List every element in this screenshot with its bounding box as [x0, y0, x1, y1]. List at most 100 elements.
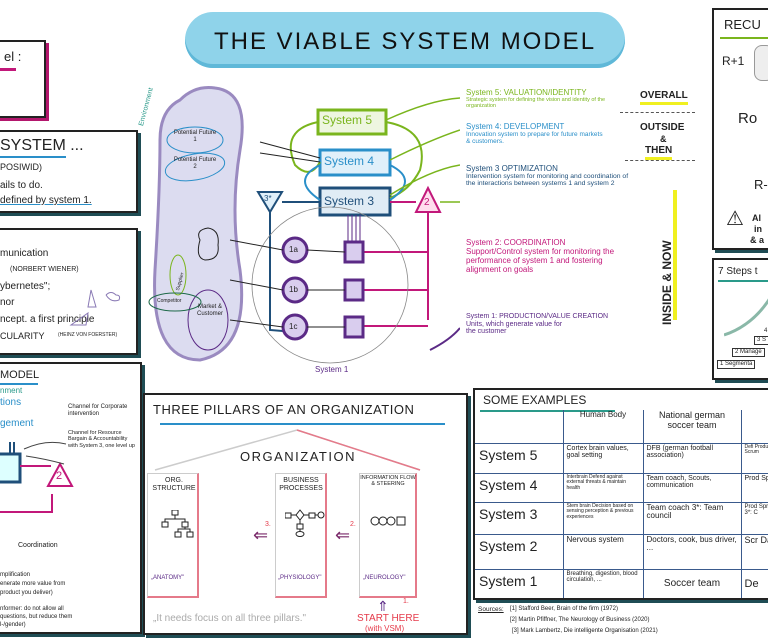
desc-text: Intervention system for monitoring and c…	[466, 173, 629, 188]
panel-cybernetics: munication (NORBERT WIENER) ybernetes"; …	[0, 228, 138, 355]
text-line: nor	[0, 297, 15, 308]
vsm-diagram	[148, 86, 460, 364]
step-3: 3 S	[754, 336, 768, 345]
channel-resource-label: Channel for Resource Bargain & Accountab…	[68, 430, 135, 449]
underline	[718, 280, 768, 282]
row-header: System 1	[475, 568, 564, 598]
competitor-oval	[148, 292, 202, 312]
row-header: System 4	[475, 472, 564, 503]
arrow-number: 3.	[265, 521, 271, 528]
panel-examples: SOME EXAMPLES Human Body National german…	[473, 388, 768, 600]
note-line: product you deliver)	[0, 590, 53, 596]
table-row: System 4 Interbrain Defend against exter…	[475, 472, 768, 503]
environment-cloud	[197, 227, 219, 261]
note-line: questions, but reduce them	[0, 614, 73, 620]
system5-label: System 5	[322, 113, 373, 127]
coordination-label: Coordination	[18, 542, 58, 549]
amp-label: &	[660, 134, 667, 144]
step-4: 4	[764, 328, 768, 334]
model-mini-diagram	[0, 441, 74, 513]
pillar-tag: „PHYSIOLOGY"	[278, 575, 322, 581]
desc-title: System 5: VALUATION/IDENTITY	[466, 88, 587, 97]
level-r-minus: R-	[754, 177, 768, 192]
note-line: mplification	[0, 572, 31, 578]
pillar-business-processes	[275, 473, 327, 598]
underline	[160, 423, 445, 425]
inside-now-label: INSIDE & NOW	[660, 240, 674, 325]
system1-label: System 1	[315, 365, 349, 374]
desc-title: System 1: PRODUCTION/VALUE CREATION	[466, 313, 609, 320]
desc-text: Units, which generate value for the cust…	[466, 321, 563, 336]
arrow-left-2: ⇐	[335, 525, 351, 545]
panel-heading: 7 Steps t	[718, 266, 758, 277]
text-line: CULARITY	[0, 331, 45, 341]
panel-heading: RECU	[724, 17, 761, 32]
table-row: System 5 Cortex brain values, goal setti…	[475, 442, 768, 474]
title-cloud	[185, 12, 625, 68]
warning-icon: ⚠	[726, 208, 744, 230]
table-cell: Breathing, digestion, blood circulation,…	[562, 568, 644, 598]
table-cell: Scr Dai	[740, 533, 768, 570]
system2-label: 2	[424, 197, 430, 208]
system3-box	[318, 186, 392, 217]
table-cell: Interbrain Defend against external threa…	[562, 472, 644, 503]
warning-text: in	[754, 224, 762, 234]
table-cell: DFB (german football association)	[642, 442, 742, 474]
column-header	[740, 410, 768, 444]
arrow-number: 1.	[403, 598, 409, 605]
table-cell: De	[740, 568, 768, 598]
desc-system4: System 4: DEVELOPMENT Innovation system …	[466, 122, 606, 145]
mini-vsm-icon	[754, 45, 768, 81]
desc-text: Innovation system to prepare for future …	[466, 131, 603, 146]
information-flow-icon	[370, 516, 406, 526]
row-header: System 2	[475, 533, 564, 570]
pink-underline	[0, 68, 16, 71]
panel-model: MODEL nment tions gement 2 Channel for C…	[0, 362, 142, 634]
pillar-title: BUSINESS PROCESSES	[279, 477, 323, 493]
level-r0: Ro	[738, 110, 758, 127]
market-customer-label: Market & Customer	[196, 304, 223, 317]
row-header: System 5	[475, 442, 564, 474]
system3star-triangle	[256, 191, 284, 214]
triangle-label: 2	[56, 470, 63, 482]
table-header-row: Human Body National german soccer team	[475, 410, 768, 444]
note-line: enerate more value from	[0, 581, 66, 587]
text-line: ncept. a first principle	[0, 314, 95, 325]
arrow-up-1: ⇑	[377, 598, 389, 614]
table-cell: Defi Produ Scrum	[740, 442, 768, 474]
table-cell: Team coach, Scouts, communication	[642, 472, 742, 503]
desc-system5: System 5: VALUATION/IDENTITY Strategic s…	[466, 88, 606, 109]
text-line: ails to do.	[0, 180, 43, 191]
dashed-divider	[620, 112, 695, 113]
table-cell: Team coach 3*: Team council	[642, 501, 742, 535]
panel-heading: THREE PILLARS OF AN ORGANIZATION	[153, 402, 415, 417]
pillar-tag: „NEUROLOGY"	[363, 575, 406, 581]
start-here-sub: (with VSM)	[365, 624, 405, 633]
unit-1a-label: 1a	[289, 245, 298, 254]
credit: (HEINZ VON FOERSTER)	[58, 332, 118, 338]
overall-label: OVERALL	[640, 90, 688, 105]
examples-table: Human Body National german soccer team S…	[475, 410, 768, 598]
org-chart-icon	[161, 510, 194, 538]
table-cell: Soccer team	[642, 568, 742, 598]
potential-future-1-oval	[166, 126, 224, 154]
supplier-oval	[169, 254, 187, 296]
warning-text: & a	[750, 235, 765, 245]
text-line: defined by system 1.	[0, 195, 92, 206]
page-title: THE VIABLE SYSTEM MODEL	[213, 28, 597, 55]
table-cell: Prod Sprint 3*: C	[740, 501, 768, 535]
panel-seven-steps: 7 Steps t 4 3 S 2 Manage 1 Segmenta	[712, 258, 768, 380]
growth-curve	[724, 298, 768, 337]
desc-text: Strategic system for defining the vision…	[466, 97, 606, 110]
channel-corporate-label: Channel for Corporate intervention	[68, 404, 128, 417]
desc-title: System 4: DEVELOPMENT	[466, 122, 565, 131]
panel-recursion: RECU R+1 Ro R- ⚠ Al in & a	[712, 8, 768, 250]
process-flow-icon	[285, 509, 325, 537]
pillars-quote: „It needs focus on all three pillars."	[153, 613, 307, 624]
pillar-tag: „ANATOMY"	[151, 575, 185, 581]
pillar-information-flow	[359, 473, 417, 598]
environment-blob	[153, 86, 244, 362]
table-cell: Prod Sprin	[740, 472, 768, 503]
roof	[154, 429, 421, 471]
panel-heading: SOME EXAMPLES	[483, 393, 587, 407]
